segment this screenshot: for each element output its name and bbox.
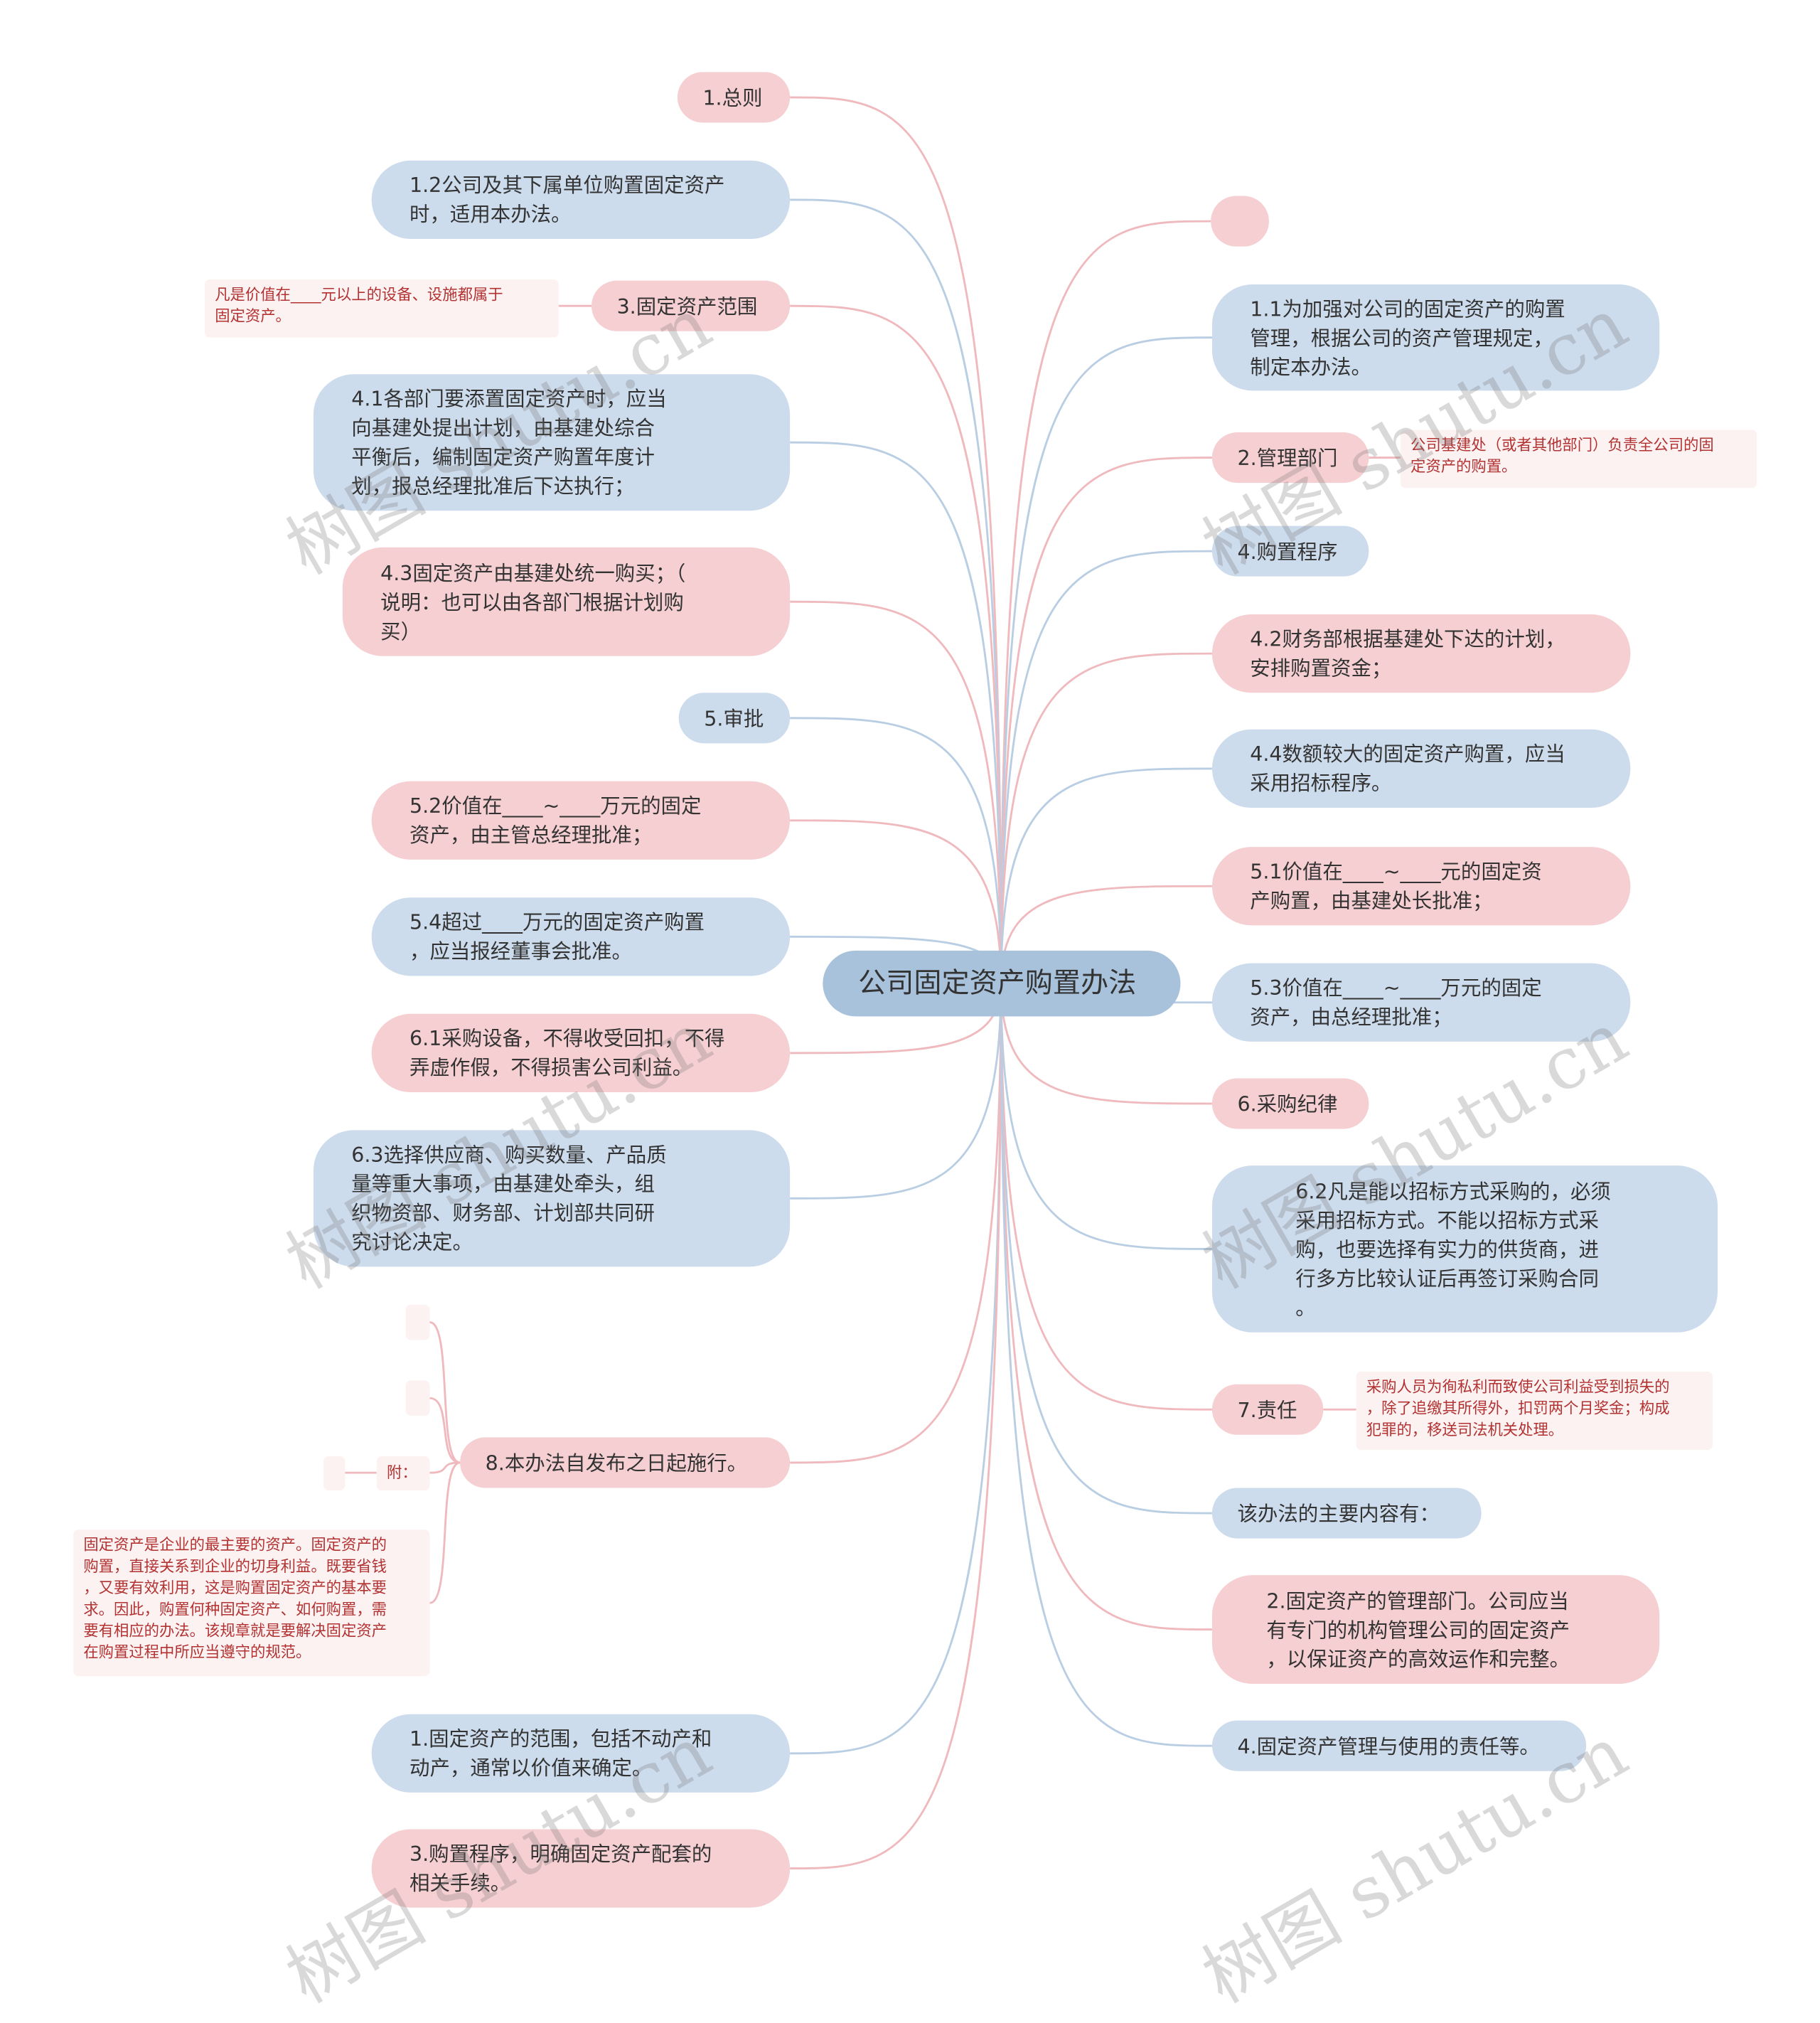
connector-l6 [790, 717, 1002, 984]
topic-6-1-discipline[interactable]: 6.1采购设备，不得收受回扣，不得 弄虚作假，不得损害公司利益。 [371, 1013, 791, 1093]
topic-asset-scope[interactable]: 3.固定资产范围 [592, 280, 791, 331]
topic-purchase-procedure[interactable]: 4.购置程序 [1211, 525, 1369, 577]
note-management-dept: 公司基建处（或者其他部门）负责全公司的固 定资产的购置。 [1400, 429, 1757, 489]
topic-8-effective[interactable]: 8.本办法自发布之日起施行。 [460, 1437, 791, 1488]
topic-management-dept-2[interactable]: 2.固定资产的管理部门。公司应当 有专门的机构管理公司的固定资产 ，以保证资产的… [1211, 1575, 1660, 1685]
topic-4-2-funding[interactable]: 4.2财务部根据基建处下达的计划， 安排购置资金； [1211, 614, 1631, 693]
note-appendix: 附： [376, 1456, 430, 1491]
topic-4-1-plan[interactable]: 4.1各部门要添置固定资产时，应当 向基建处提出计划，由基建处综合 平衡后，编制… [313, 374, 791, 511]
connector-l4 [790, 441, 1002, 984]
topic-asset-range[interactable]: 1.固定资产的范围，包括不动产和 动产，通常以价值来确定。 [371, 1714, 791, 1793]
topic-1-2-scope-units[interactable]: 1.2公司及其下属单位购置固定资产 时，适用本办法。 [371, 160, 791, 240]
connector-r4 [1000, 652, 1212, 984]
connector-l11 [790, 983, 1002, 1464]
connector-r0 [1000, 220, 1211, 984]
connector-appendix-0 [429, 1321, 461, 1464]
topic-procedure[interactable]: 3.购置程序，明确固定资产配套的 相关手续。 [371, 1829, 791, 1908]
empty-note-1 [405, 1304, 430, 1340]
connector-appendix-2 [429, 1461, 461, 1474]
topic-general-rules[interactable]: 1.总则 [677, 72, 791, 123]
connector-r6 [1000, 885, 1212, 984]
connector-l13 [790, 983, 1002, 1870]
connector-r11 [1000, 983, 1212, 1515]
mindmap-canvas: 公司固定资产购置办法 1.总则 1.2公司及其下属单位购置固定资产 时，适用本办… [73, 72, 1757, 2019]
topic-5-1-approval[interactable]: 5.1价值在____~____元的固定资 产购置，由基建处长批准； [1211, 847, 1631, 926]
topic-responsibility-use[interactable]: 4.固定资产管理与使用的责任等。 [1211, 1720, 1587, 1771]
note-asset-description: 固定资产是企业的最主要的资产。固定资产的 购置，直接关系到企业的切身利益。既要省… [73, 1530, 430, 1677]
connector-r12 [1000, 983, 1212, 1631]
connector-l10 [790, 983, 1002, 1200]
empty-note-2 [405, 1380, 430, 1416]
connector-l5 [790, 600, 1002, 984]
note-asset-threshold: 凡是价值在____元以上的设备、设施都属于 固定资产。 [205, 279, 559, 338]
topic-6-3-supplier[interactable]: 6.3选择供应商、购买数量、产品质 量等重大事项，由基建处牵头，组 织物资部、财… [313, 1130, 791, 1267]
root-topic[interactable]: 公司固定资产购置办法 [823, 950, 1181, 1017]
connector-r3 [1000, 550, 1212, 984]
empty-note-3 [323, 1456, 346, 1491]
topic-4-4-tender[interactable]: 4.4数额较大的固定资产购置，应当 采用招标程序。 [1211, 729, 1631, 808]
topic-approval[interactable]: 5.审批 [678, 693, 791, 744]
connector-l12 [790, 983, 1002, 1755]
connector-r9 [1000, 983, 1212, 1250]
connector-r8 [1000, 983, 1212, 1105]
topic-main-content[interactable]: 该办法的主要内容有： [1211, 1488, 1482, 1539]
connector-r13 [1000, 983, 1212, 1747]
topic-5-3-approval[interactable]: 5.3价值在____~____万元的固定 资产，由总经理批准； [1211, 963, 1631, 1042]
topic-responsibility[interactable]: 7.责任 [1211, 1384, 1324, 1435]
connector-l3 [790, 304, 1002, 984]
topic-6-2-tender[interactable]: 6.2凡是能以招标方式采购的，必须 采用招标方式。不能以招标方式采 购，也要选择… [1211, 1165, 1718, 1333]
connector-r5 [1000, 767, 1212, 984]
connector-appendix-1 [429, 1397, 461, 1464]
topic-5-4-board[interactable]: 5.4超过____万元的固定资产购置 ，应当报经董事会批准。 [371, 897, 791, 976]
note-penalty: 采购人员为徇私利而致使公司利益受到损失的 ，除了追缴其所得外，扣罚两个月奖金；构… [1356, 1371, 1713, 1451]
connector-r2 [1000, 457, 1212, 984]
connector-l2 [790, 198, 1002, 984]
topic-4-3-purchase[interactable]: 4.3固定资产由基建处统一购买；（ 说明：也可以由各部门根据计划购 买） [342, 547, 791, 656]
topic-management-dept[interactable]: 2.管理部门 [1211, 432, 1369, 484]
connector-appendix-3 [429, 1461, 461, 1604]
topic-1-1-purpose[interactable]: 1.1为加强对公司的固定资产的购置 管理，根据公司的资产管理规定， 制定本办法。 [1211, 284, 1660, 391]
connector-r1 [1000, 336, 1212, 984]
connector-r10 [1000, 983, 1212, 1411]
topic-empty[interactable] [1211, 196, 1269, 247]
topic-5-2-approval[interactable]: 5.2价值在____~____万元的固定 资产，由主管总经理批准； [371, 781, 791, 860]
connector-l1 [790, 96, 1002, 984]
connector-lines [345, 96, 1401, 1870]
connector-l7 [790, 819, 1002, 984]
topic-purchase-discipline[interactable]: 6.采购纪律 [1211, 1078, 1369, 1129]
